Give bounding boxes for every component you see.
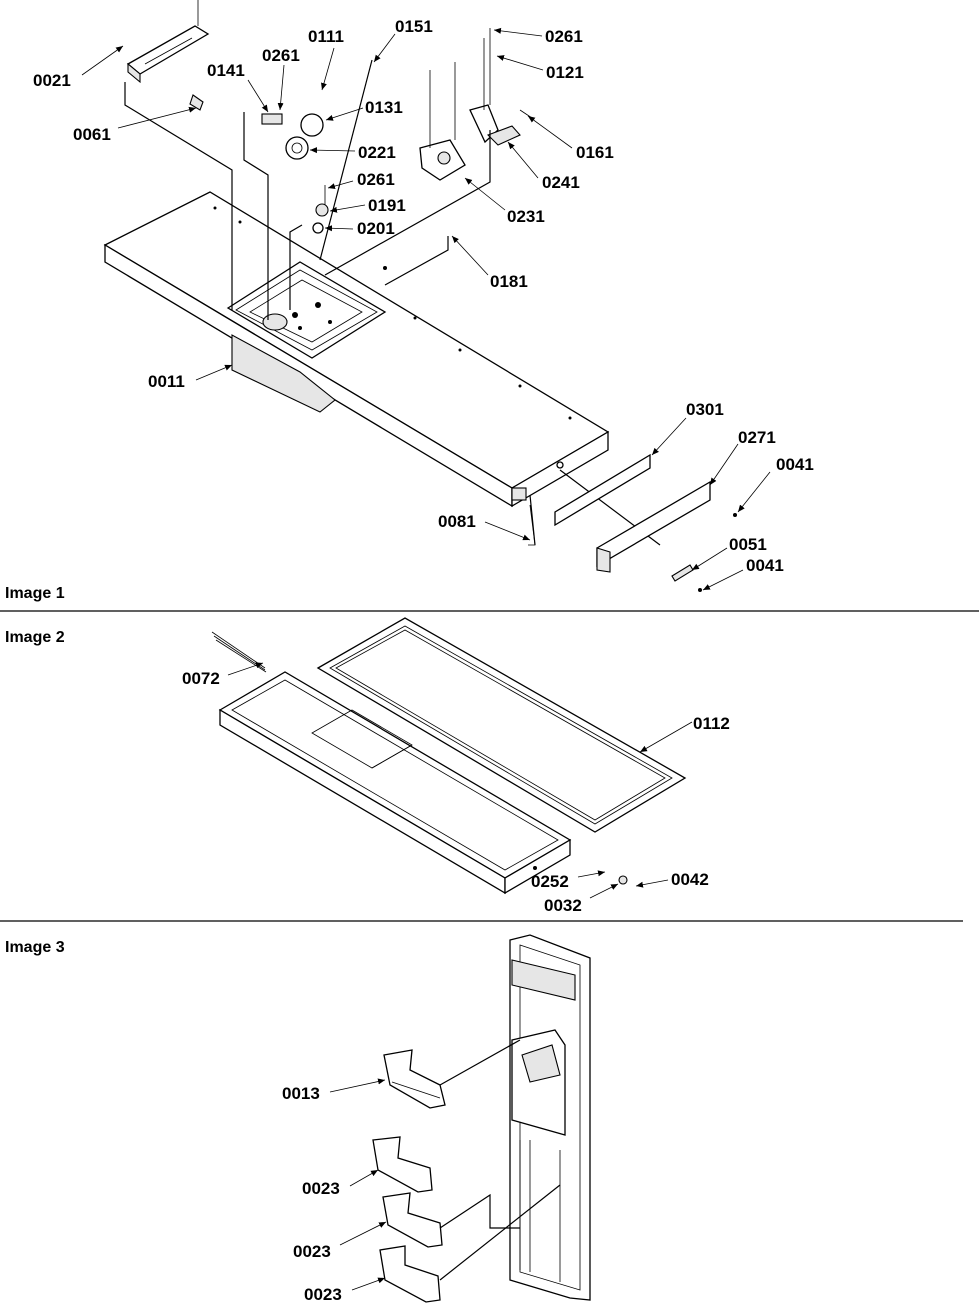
- callout-0131: 0131: [365, 98, 403, 117]
- panel-image-2: Image 2: [5, 617, 730, 915]
- callout-0023: 0023: [304, 1285, 342, 1304]
- callout-0221: 0221: [358, 143, 396, 162]
- callout-0041: 0041: [776, 455, 814, 474]
- callout-0112: 0112: [693, 714, 730, 733]
- panel-title-image-3: Image 3: [5, 939, 65, 956]
- callout-0261: 0261: [545, 27, 583, 46]
- door-gasket-part: [316, 617, 687, 833]
- door-bin-0023-lower: [379, 1245, 441, 1303]
- callout-0161: 0161: [576, 143, 614, 162]
- callout-0051: 0051: [729, 535, 767, 554]
- callout-0201: 0201: [357, 219, 395, 238]
- motor-assembly-part: [261, 113, 329, 234]
- panel-image-1: 0021 0061 0141 0261 0111 0151 0131 0221 …: [5, 0, 814, 602]
- callout-leaders-image-1: [81, 27, 771, 591]
- door-frame-part: [218, 671, 572, 895]
- callout-0021: 0021: [33, 71, 71, 90]
- callout-0301: 0301: [686, 400, 724, 419]
- callout-0191: 0191: [368, 196, 406, 215]
- trim-strip-parts: [528, 453, 737, 592]
- callout-0271: 0271: [738, 428, 776, 447]
- control-housing-recess: [226, 261, 387, 359]
- callout-0141: 0141: [207, 61, 245, 80]
- callout-0181: 0181: [490, 272, 528, 291]
- light-housing-part: [126, 0, 210, 111]
- callout-0041: 0041: [746, 556, 784, 575]
- callout-0151: 0151: [395, 17, 433, 36]
- callout-0032: 0032: [544, 896, 582, 915]
- callout-leaders-image-3: [329, 1078, 387, 1291]
- callout-0252: 0252: [531, 872, 569, 891]
- callout-0231: 0231: [507, 207, 545, 226]
- callout-0081: 0081: [438, 512, 476, 531]
- door-bin-0023-upper: [372, 1136, 433, 1193]
- callout-0261: 0261: [262, 46, 300, 65]
- damper-bracket-part: [419, 28, 533, 181]
- wire-harness-part: [211, 631, 267, 673]
- callout-0121: 0121: [546, 63, 584, 82]
- callout-0011: 0011: [148, 372, 185, 391]
- panel-title-image-1: Image 1: [5, 585, 65, 602]
- callout-0013: 0013: [282, 1084, 320, 1103]
- cabinet-top-panel: [103, 191, 610, 508]
- callout-labels-image-1: 0021 0061 0141 0261 0111 0151 0131 0221 …: [33, 17, 814, 575]
- callout-0061: 0061: [73, 125, 111, 144]
- door-liner-part: [509, 934, 591, 1301]
- callout-0111: 0111: [308, 27, 344, 46]
- callout-0241: 0241: [542, 173, 580, 192]
- panel-image-3: Image 3: [5, 934, 591, 1304]
- callout-0023: 0023: [293, 1242, 331, 1261]
- callout-0042: 0042: [671, 870, 709, 889]
- callout-labels-image-2: 0072 0112 0252 0042 0032: [182, 669, 730, 915]
- door-bin-0023-middle: [382, 1192, 443, 1248]
- callout-0261: 0261: [357, 170, 395, 189]
- door-bin-0013: [383, 1049, 446, 1109]
- callout-leaders-image-2: [227, 662, 693, 899]
- hinge-pin-part: [618, 875, 628, 885]
- callout-labels-image-3: 0013 0023 0023 0023: [282, 1084, 342, 1304]
- callout-0023: 0023: [302, 1179, 340, 1198]
- callout-0072: 0072: [182, 669, 220, 688]
- panel-title-image-2: Image 2: [5, 629, 65, 646]
- bin-guide-lines: [439, 1039, 561, 1281]
